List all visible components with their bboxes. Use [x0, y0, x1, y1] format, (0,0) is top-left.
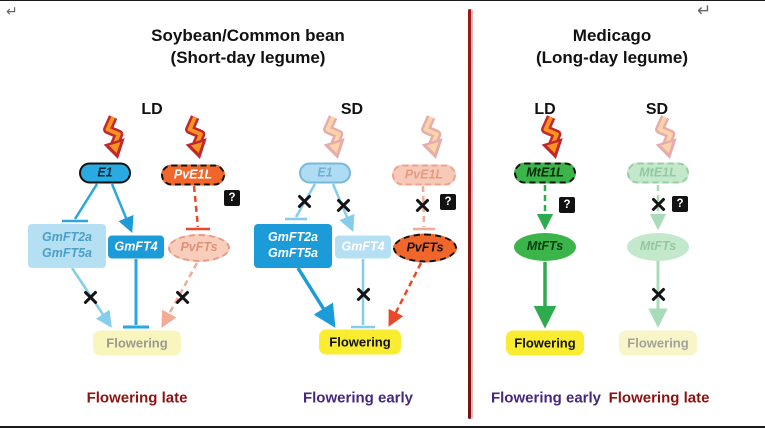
edge-gmft2a-to-flowering-sd	[296, 267, 336, 328]
left-panel-title-line2: (Short-day legume)	[170, 48, 326, 68]
lightning-bolt-icon	[98, 116, 128, 162]
cross-mark	[651, 197, 666, 212]
lightning-bolt-icon	[416, 116, 446, 162]
gmft2a-label: GmFT2a	[41, 230, 92, 245]
lightning-bolt-icon	[536, 116, 566, 162]
node-gmft4-sd: GmFT4	[335, 235, 391, 259]
edge-e1-inhibits-gmft2a-ld	[62, 183, 99, 223]
node-flowering-ld-medicago: Flowering	[506, 330, 584, 356]
edge-pve1l-inhibits-pvfts-ld	[186, 185, 210, 231]
node-mte1l-ld: MtE1L	[514, 162, 576, 184]
node-gmft4-ld: GmFT4	[108, 235, 164, 259]
return-mark-icon: ↵	[697, 1, 712, 20]
node-e1-ld: E1	[79, 162, 131, 184]
node-gmft2a-gmft5a-ld: GmFT2a GmFT5a	[28, 224, 106, 268]
cross-mark	[356, 287, 371, 302]
gmft5a-label: GmFT5a	[41, 246, 92, 260]
edge-e1-activates-gmft4-ld	[110, 183, 134, 234]
cross-mark	[297, 194, 312, 209]
lightning-bolt-icon	[180, 116, 210, 162]
condition-label-ld-medicago: LD	[534, 101, 556, 118]
node-mtfts-ld: MtFTs	[514, 233, 576, 261]
condition-label-sd-soybean: SD	[340, 101, 364, 118]
node-gmft2a-gmft5a-sd: GmFT2a GmFT5a	[254, 224, 332, 268]
cross-mark	[336, 198, 351, 213]
edge-pvfts-to-flowering-sd	[388, 262, 423, 327]
outcome-label-sd-medicago: Flowering late	[608, 389, 710, 407]
left-panel-title-line1: Soybean/Common bean	[151, 26, 345, 45]
node-pve1l-ld: PvE1L	[161, 164, 225, 186]
cross-mark	[83, 290, 98, 305]
right-panel-title-line2: (Long-day legume)	[535, 48, 689, 68]
edge-gmft4-inhibits-flowering-ld	[123, 259, 149, 329]
condition-label-ld-soybean: LD	[141, 101, 163, 118]
node-pve1l-sd: PvE1L	[392, 164, 456, 186]
cross-mark	[651, 287, 666, 302]
gmft2a-label: GmFT2a	[267, 230, 318, 245]
node-pvfts-sd: PvFTs	[393, 233, 457, 263]
gmft5a-label: GmFT5a	[267, 246, 318, 260]
question-badge: ?	[672, 196, 688, 212]
node-e1-sd: E1	[299, 162, 351, 184]
right-panel-title-line1: Medicago	[572, 26, 652, 45]
lightning-bolt-icon	[650, 116, 680, 162]
condition-label-sd-medicago: SD	[645, 101, 669, 118]
node-pvfts-ld: PvFTs	[168, 234, 230, 262]
question-badge: ?	[224, 190, 240, 206]
cross-mark	[175, 290, 190, 305]
node-mte1l-sd: MtE1L	[627, 162, 689, 184]
outcome-label-ld-medicago: Flowering early	[490, 389, 602, 407]
node-flowering-sd-soybean: Flowering	[319, 329, 401, 355]
question-badge: ?	[440, 194, 456, 210]
question-badge: ?	[559, 197, 575, 213]
node-flowering-ld-soybean: Flowering	[93, 330, 181, 356]
node-flowering-sd-medicago: Flowering	[619, 330, 697, 356]
left-panel-title: Soybean/Common bean (Short-day legume)	[98, 25, 398, 69]
cross-mark	[415, 198, 430, 213]
return-mark-icon: ↵	[6, 3, 18, 19]
lightning-bolt-icon	[318, 116, 348, 162]
right-panel-title: Medicago (Long-day legume)	[462, 25, 762, 69]
node-mtfts-sd: MtFTs	[627, 233, 689, 261]
outcome-label-ld-soybean: Flowering late	[86, 389, 188, 407]
panel-divider	[468, 9, 471, 419]
outcome-label-sd-soybean: Flowering early	[302, 389, 414, 407]
